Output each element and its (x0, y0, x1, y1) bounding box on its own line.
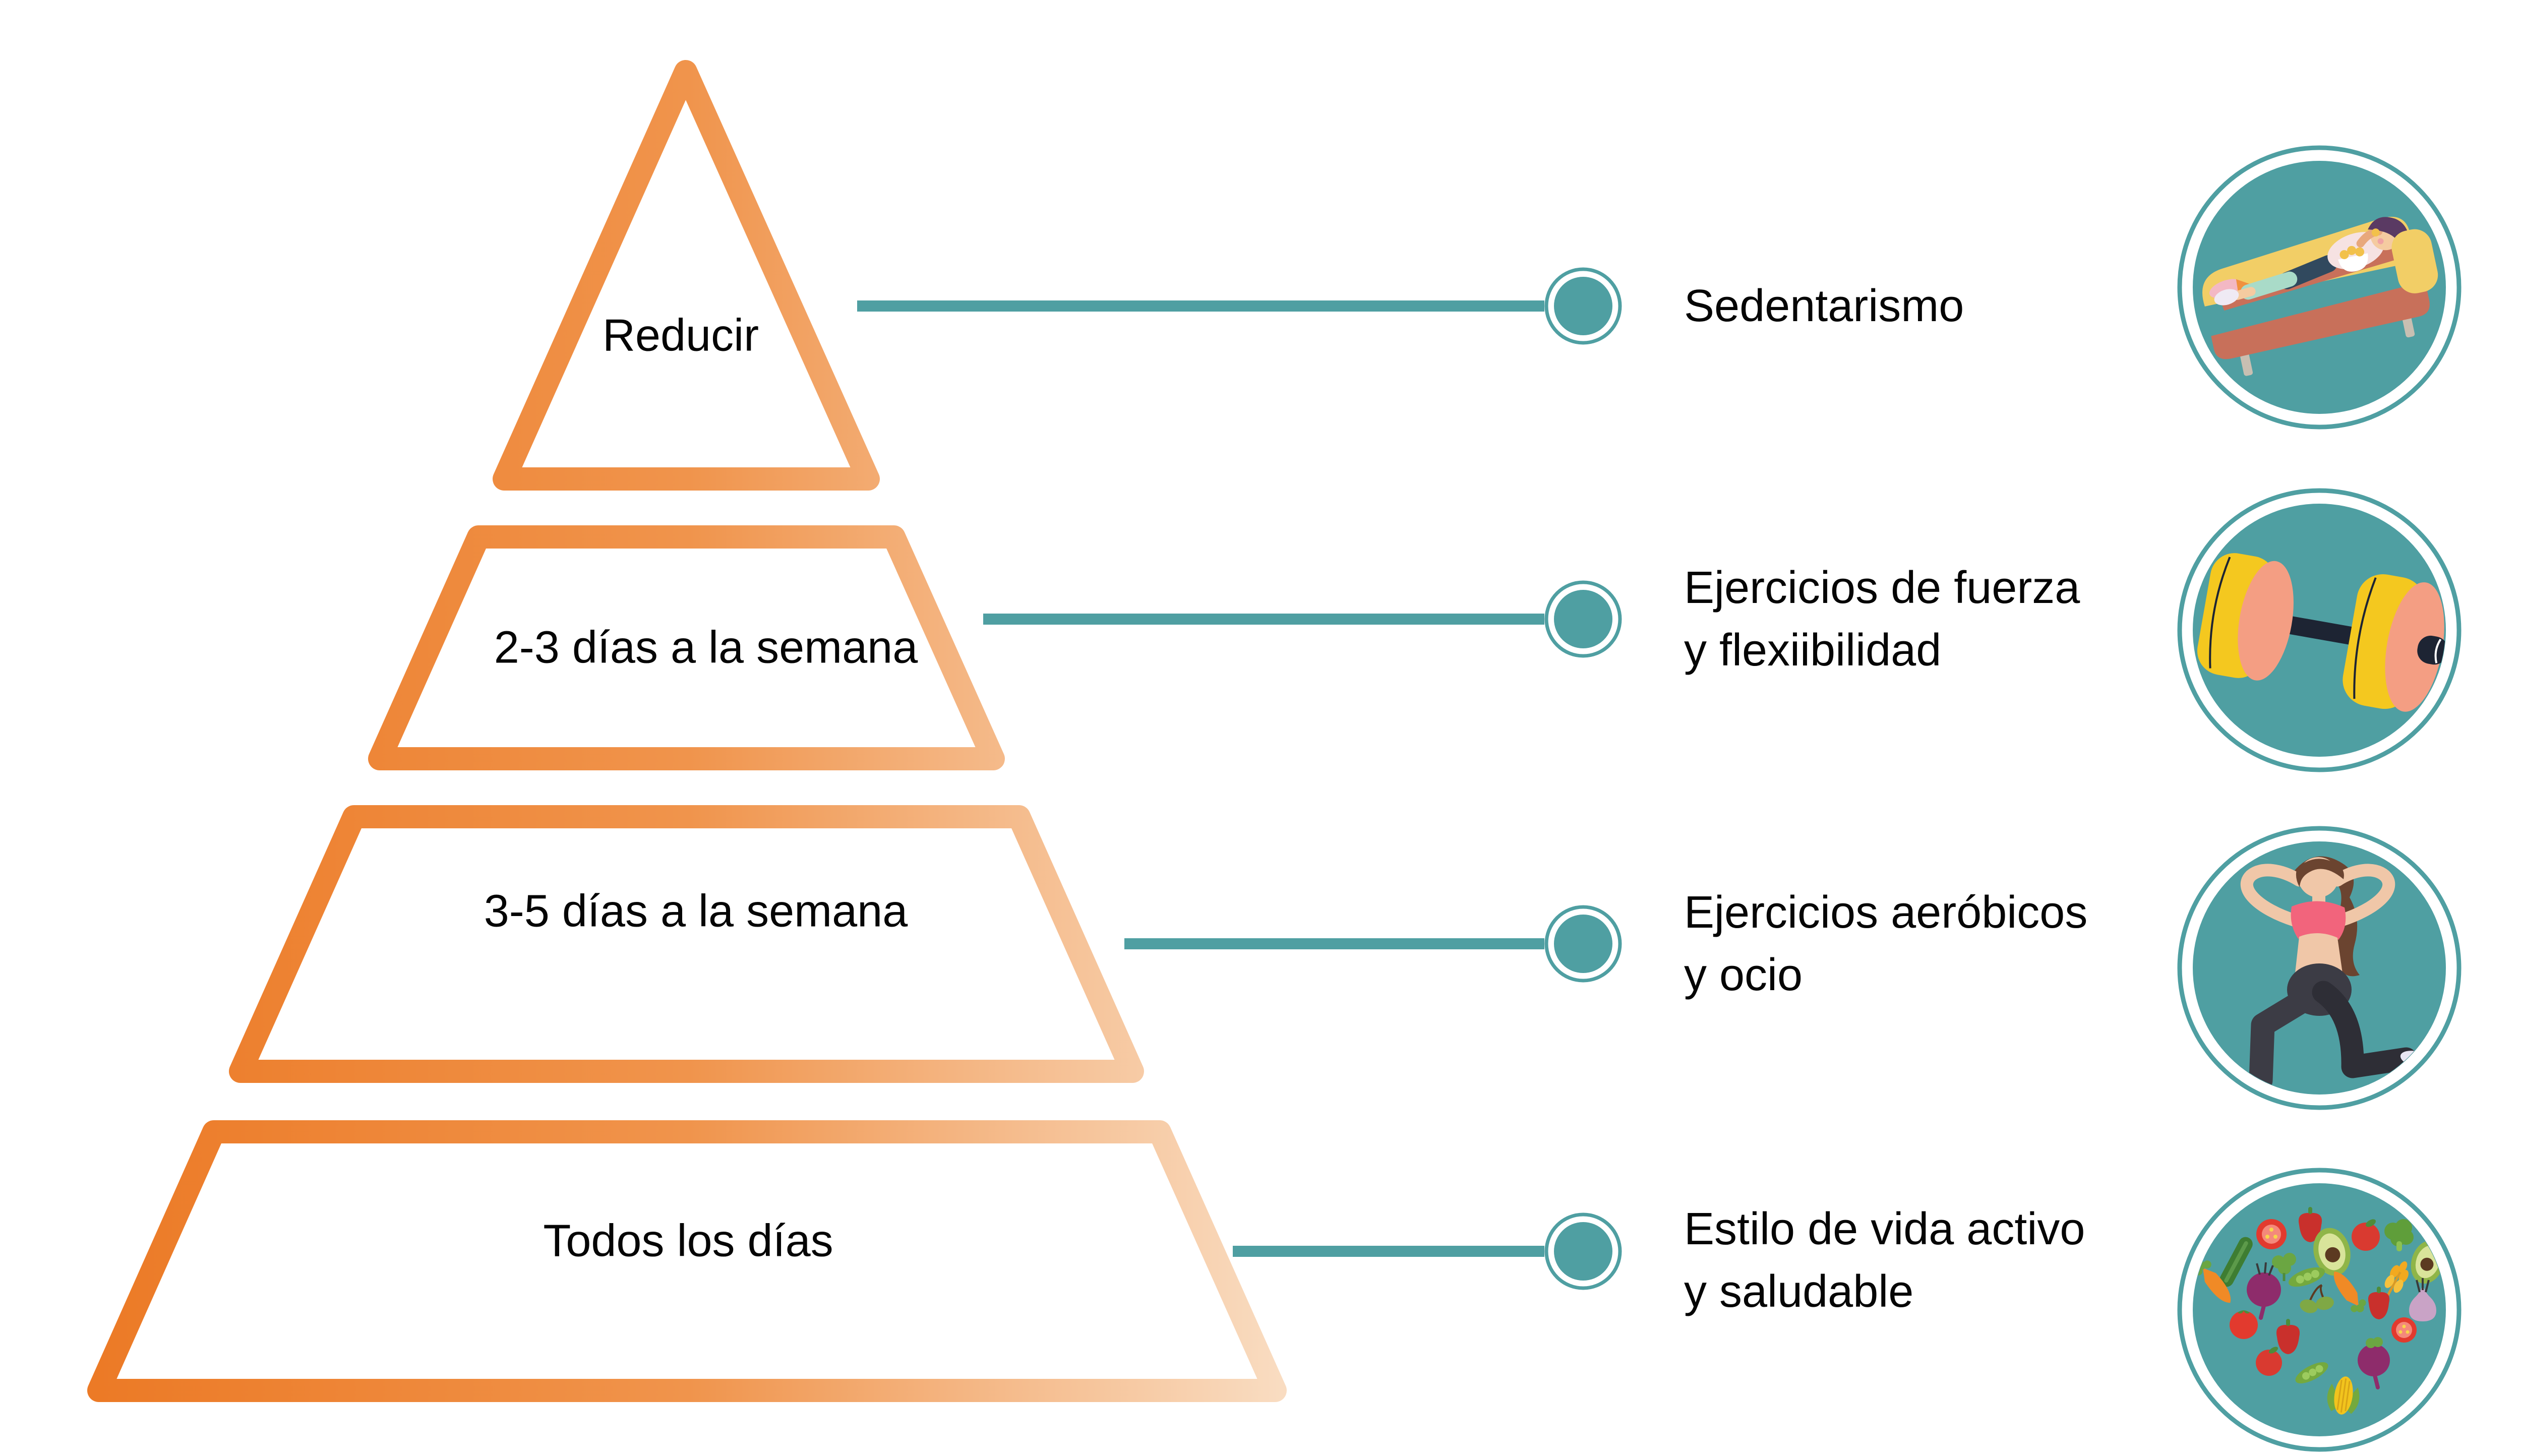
pyramid (87, 60, 1287, 1402)
pyramid-level-1-shape (493, 60, 880, 491)
produce-item (2300, 1284, 2334, 1313)
produce-item (2352, 1219, 2380, 1251)
legend-label-aerobicos-ocio: Ejercicios aeróbicos y ocio (1684, 887, 2088, 1000)
produce-item (2391, 1317, 2417, 1343)
produce-item (2368, 1287, 2390, 1319)
produce-item (2409, 1278, 2436, 1321)
legend-label-fuerza-flexibilidad: Ejercicios de fuerza y flexiibilidad (1684, 563, 2080, 676)
connector-dot-3-core (1554, 915, 1612, 973)
produce-item (2327, 1376, 2360, 1415)
connectors (857, 267, 1622, 1290)
produce-item (2295, 1362, 2328, 1383)
produce-item (2384, 1261, 2409, 1300)
pyramid-level-2-label: 2-3 días a la semana (494, 622, 918, 673)
produce-item (2358, 1337, 2390, 1389)
produce-item (2247, 1262, 2281, 1320)
connector-dot-4-core (1554, 1222, 1612, 1281)
pyramid-level-4-shape (87, 1120, 1287, 1402)
produce-item (2333, 1271, 2366, 1312)
pyramid-level-2-shape (368, 525, 1005, 770)
lunge-exercise-icon (2235, 856, 2436, 1094)
produce-item (2256, 1347, 2282, 1376)
produce-item (2256, 1219, 2287, 1249)
vegetable-heart-icon (2194, 1207, 2445, 1415)
produce-item (2276, 1319, 2300, 1354)
legend-label-sedentarismo: Sedentarismo (1684, 281, 1964, 331)
produce-item (2384, 1219, 2414, 1251)
pyramid-level-4-label: Todos los días (543, 1216, 833, 1266)
connector-dot-2-core (1554, 590, 1612, 648)
couch-sedentary-icon (2202, 217, 2438, 376)
produce-item (2219, 1237, 2253, 1287)
produce-item (2288, 1267, 2325, 1287)
connector-line-3 (1124, 938, 1544, 949)
produce-item (2298, 1207, 2322, 1242)
produce-item (2272, 1253, 2296, 1281)
produce-item (2230, 1310, 2258, 1339)
produce-item (2313, 1228, 2351, 1276)
dumbbell-icon (2197, 553, 2445, 712)
legend-label-vida-activa: Estilo de vida activo y saludable (1684, 1204, 2085, 1317)
connector-line-4 (1233, 1246, 1544, 1257)
pyramid-level-1-label: Reducir (602, 310, 759, 361)
connector-dot-1-core (1554, 277, 1612, 335)
connector-line-2 (983, 614, 1544, 625)
pyramid-level-3-label: 3-5 días a la semana (484, 886, 908, 937)
connector-line-1 (857, 300, 1544, 312)
pyramid-level-3-shape (229, 805, 1144, 1083)
